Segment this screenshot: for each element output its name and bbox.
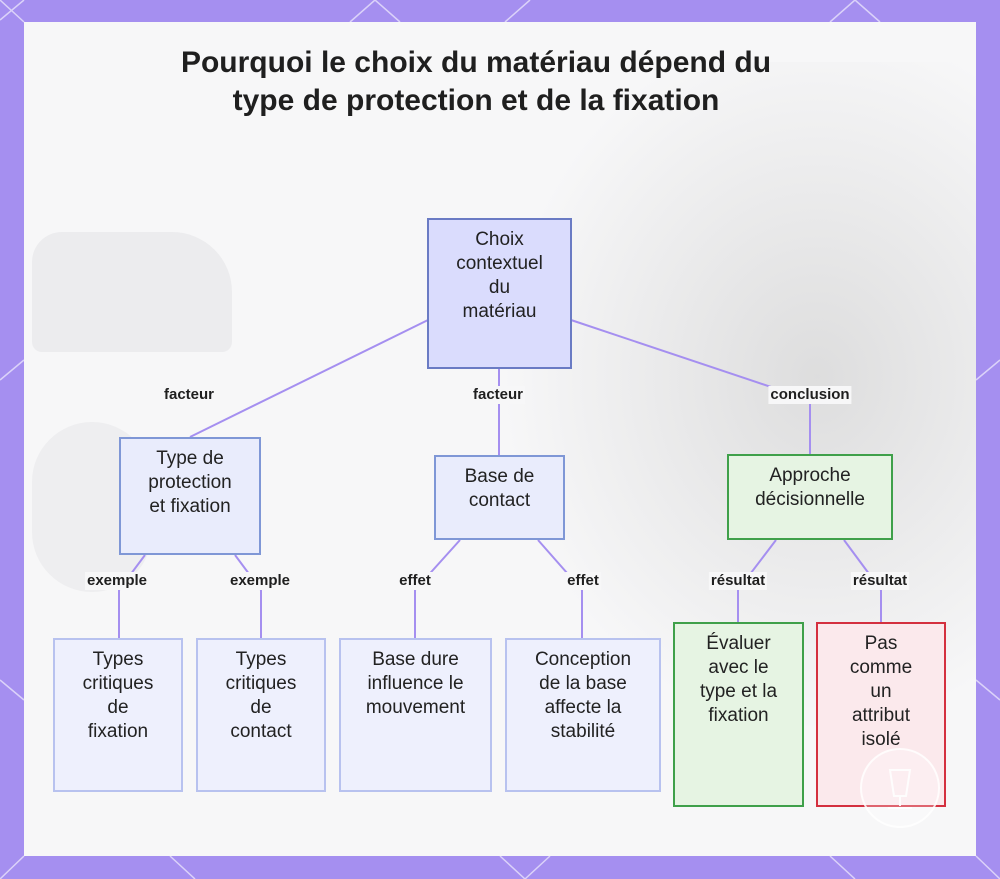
node-conception: Conception de la base affecte la stabili… — [505, 638, 661, 792]
node-root-label: Choix contextuel du matériau — [456, 229, 543, 322]
node-base-dure-label: Base dure influence le mouvement — [365, 649, 466, 718]
node-base-dure: Base dure influence le mouvement — [339, 638, 492, 792]
node-approche-label: Approche décisionnelle — [755, 465, 865, 510]
background-ghost-shape — [32, 232, 232, 352]
edge-label-conclusion: conclusion — [768, 386, 852, 404]
node-protection: Type de protection et fixation — [119, 437, 261, 555]
edge-label-facteur-1: facteur — [161, 386, 217, 404]
edge-label-resultat-1: résultat — [708, 572, 768, 590]
edge-protection-fixation — [118, 554, 146, 638]
node-root: Choix contextuel du matériau — [427, 218, 572, 369]
edge-label-exemple-1: exemple — [84, 572, 150, 590]
edge-approche-evaluer — [737, 539, 777, 622]
page-title: Pourquoi le choix du matériau dépend du … — [180, 46, 772, 117]
lamp-logo-icon — [860, 748, 940, 828]
node-base: Base de contact — [434, 455, 565, 540]
edge-base-dure — [414, 539, 461, 638]
edge-approche-pas — [843, 539, 882, 622]
edge-label-effet-1: effet — [397, 572, 433, 590]
node-evaluer: Évaluer avec le type et la fixation — [673, 622, 804, 807]
node-fixation-types: Types critiques de fixation — [53, 638, 183, 792]
edge-label-resultat-2: résultat — [850, 572, 910, 590]
node-approche: Approche décisionnelle — [727, 454, 893, 540]
edge-protection-contact — [234, 554, 262, 638]
node-base-label: Base de contact — [464, 466, 535, 511]
node-contact-types-label: Types critiques de contact — [225, 649, 297, 742]
node-conception-label: Conception de la base affecte la stabili… — [534, 649, 632, 742]
edge-label-effet-2: effet — [565, 572, 601, 590]
edge-label-exemple-2: exemple — [227, 572, 293, 590]
node-evaluer-label: Évaluer avec le type et la fixation — [699, 633, 778, 726]
edge-root-protection — [189, 319, 429, 438]
node-contact-types: Types critiques de contact — [196, 638, 326, 792]
node-pas-attribut-label: Pas comme un attribut isolé — [849, 633, 913, 750]
node-protection-label: Type de protection et fixation — [148, 448, 232, 517]
edge-base-conception — [537, 539, 583, 638]
edge-label-facteur-2: facteur — [470, 386, 526, 404]
node-fixation-types-label: Types critiques de fixation — [82, 649, 154, 742]
